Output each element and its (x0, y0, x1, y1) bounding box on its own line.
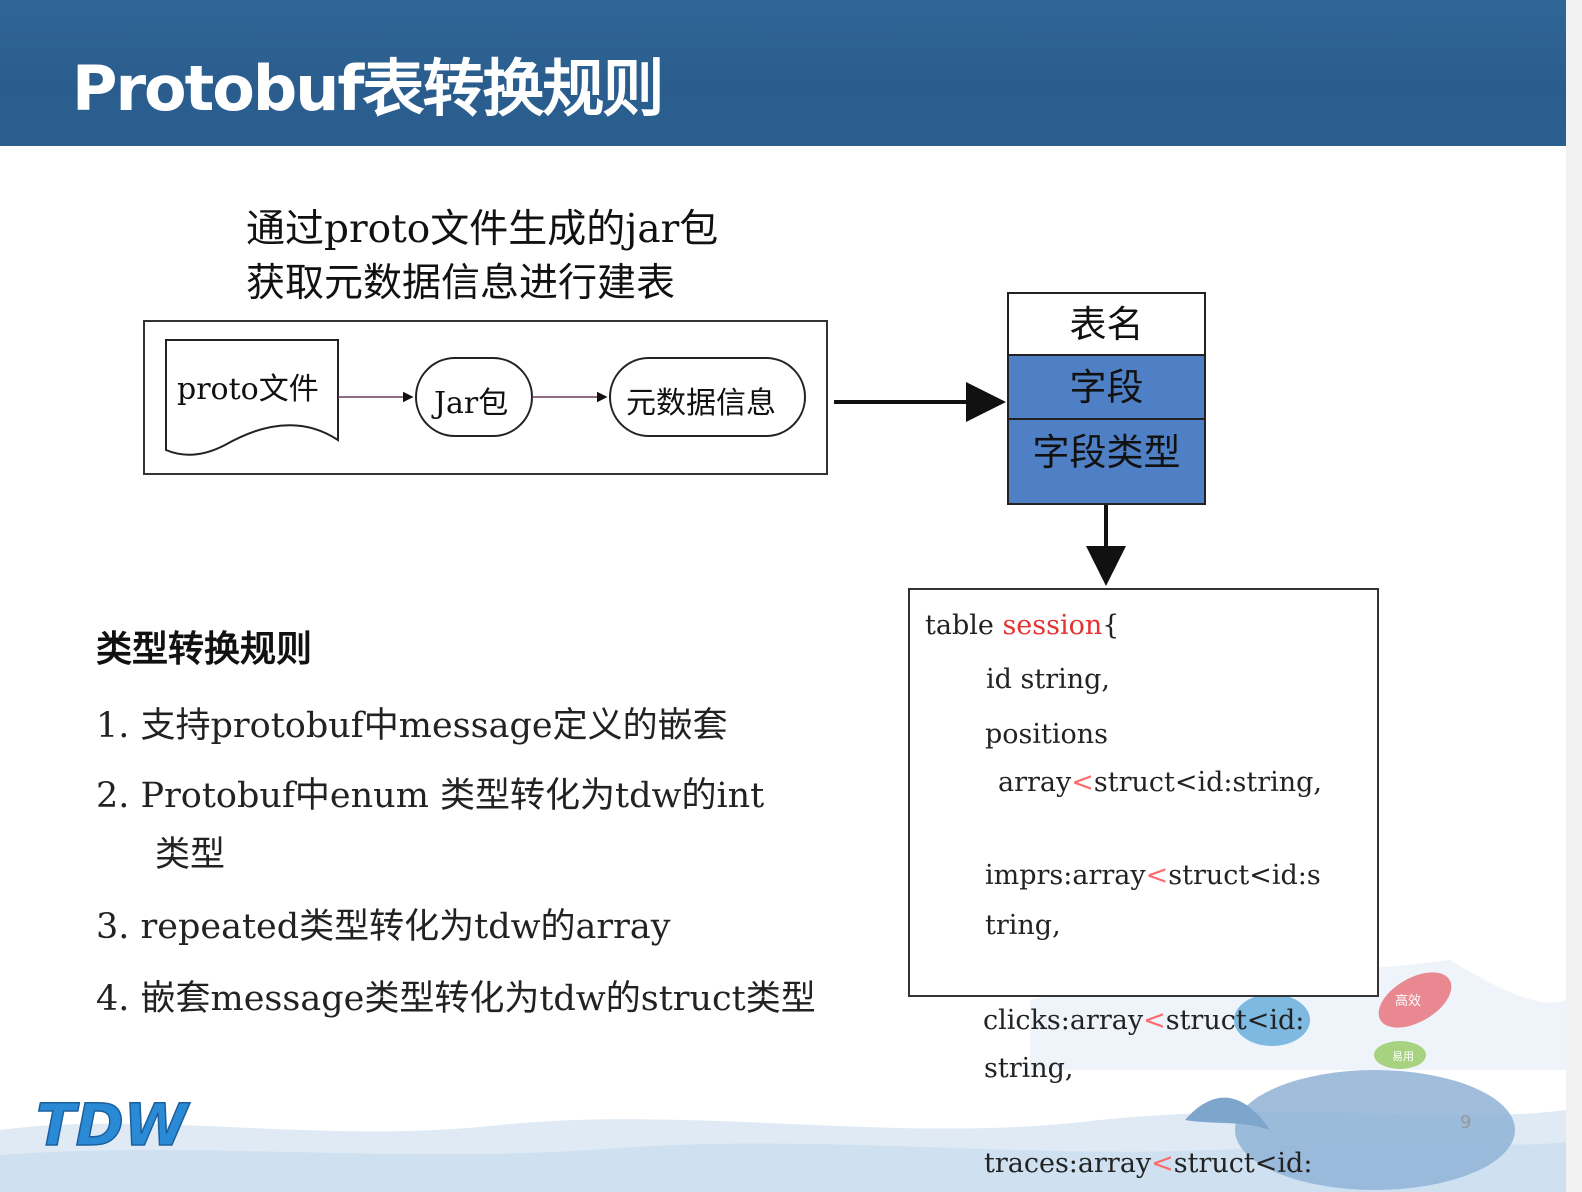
rule-3: 3. repeated类型转化为tdw的array (96, 907, 671, 947)
code-line-1: table session{ (925, 610, 1119, 641)
proto-file-label: proto文件 (177, 372, 319, 407)
jar-label: Jar包 (434, 386, 509, 421)
code-bracket: < (1143, 1005, 1166, 1036)
code-line-3: positions (985, 719, 1109, 750)
flow-caption: 通过proto文件生成的jar包获取元数据信息进行建表 (246, 207, 719, 306)
code-text: array (998, 767, 1072, 798)
green-drop-icon (1374, 1041, 1426, 1069)
code-bracket: < (1151, 1148, 1174, 1179)
code-line-2: id string, (986, 664, 1111, 695)
code-line-5: imprs:array<struct<id:s (985, 860, 1321, 891)
watermark-label-2: 易用 (1392, 1050, 1414, 1063)
code-line-8: string, (984, 1053, 1074, 1084)
field-type-cell: 字段类型 (1009, 420, 1204, 503)
svg-text:TDW: TDW (36, 1095, 191, 1155)
red-drop-icon (1378, 972, 1452, 1028)
metadata-node-shape (609, 357, 806, 437)
code-bracket: < (1071, 767, 1094, 798)
code-text: struct<id:s (1168, 860, 1321, 891)
tdw-logo: TDW (35, 1090, 216, 1160)
code-text: clicks:array (983, 1005, 1144, 1036)
whale-icon (1235, 1070, 1515, 1190)
code-keyword: table (925, 610, 1003, 641)
code-box (908, 588, 1379, 997)
flow-container (143, 320, 828, 475)
watermark-label-1: 高效 (1395, 993, 1421, 1009)
code-line-4: array<struct<id:string, (998, 767, 1322, 798)
page-number: 9 (1460, 1112, 1472, 1133)
blue-drop-icon (1234, 994, 1310, 1046)
slide-title: Protobuf表转换规则 (72, 52, 664, 125)
code-brace: { (1102, 610, 1120, 641)
background-decoration: 高效 易用 (0, 960, 1566, 1192)
metadata-label: 元数据信息 (626, 386, 776, 421)
code-line-7: clicks:array<struct<id: (983, 1005, 1304, 1036)
rule-1: 1. 支持protobuf中message定义的嵌套 (96, 706, 728, 746)
code-text: struct<id: (1173, 1148, 1313, 1179)
code-table-name: session (1002, 610, 1103, 641)
code-text: struct<id:string, (1093, 767, 1323, 798)
table-structure: 表名 字段 字段类型 (1007, 292, 1206, 505)
rule-4: 4. 嵌套message类型转化为tdw的struct类型 (96, 979, 816, 1019)
field-cell: 字段 (1009, 356, 1204, 420)
code-line-6: tring, (985, 910, 1061, 941)
code-text: imprs:array (985, 860, 1146, 891)
title-banner: Protobuf表转换规则 (0, 0, 1566, 146)
rule-2-cont: 类型 (155, 835, 226, 875)
code-bracket: < (1145, 860, 1169, 891)
code-text: traces:array (984, 1148, 1152, 1179)
rule-2: 2. Protobuf中enum 类型转化为tdw的int (96, 776, 765, 816)
rules-heading: 类型转换规则 (96, 629, 313, 670)
table-name-cell: 表名 (1009, 294, 1204, 356)
slide-edge (1566, 0, 1582, 1192)
code-text: struct<id: (1165, 1005, 1305, 1036)
proto-file-shape (165, 339, 339, 456)
code-line-9: traces:array<struct<id: (984, 1148, 1312, 1179)
